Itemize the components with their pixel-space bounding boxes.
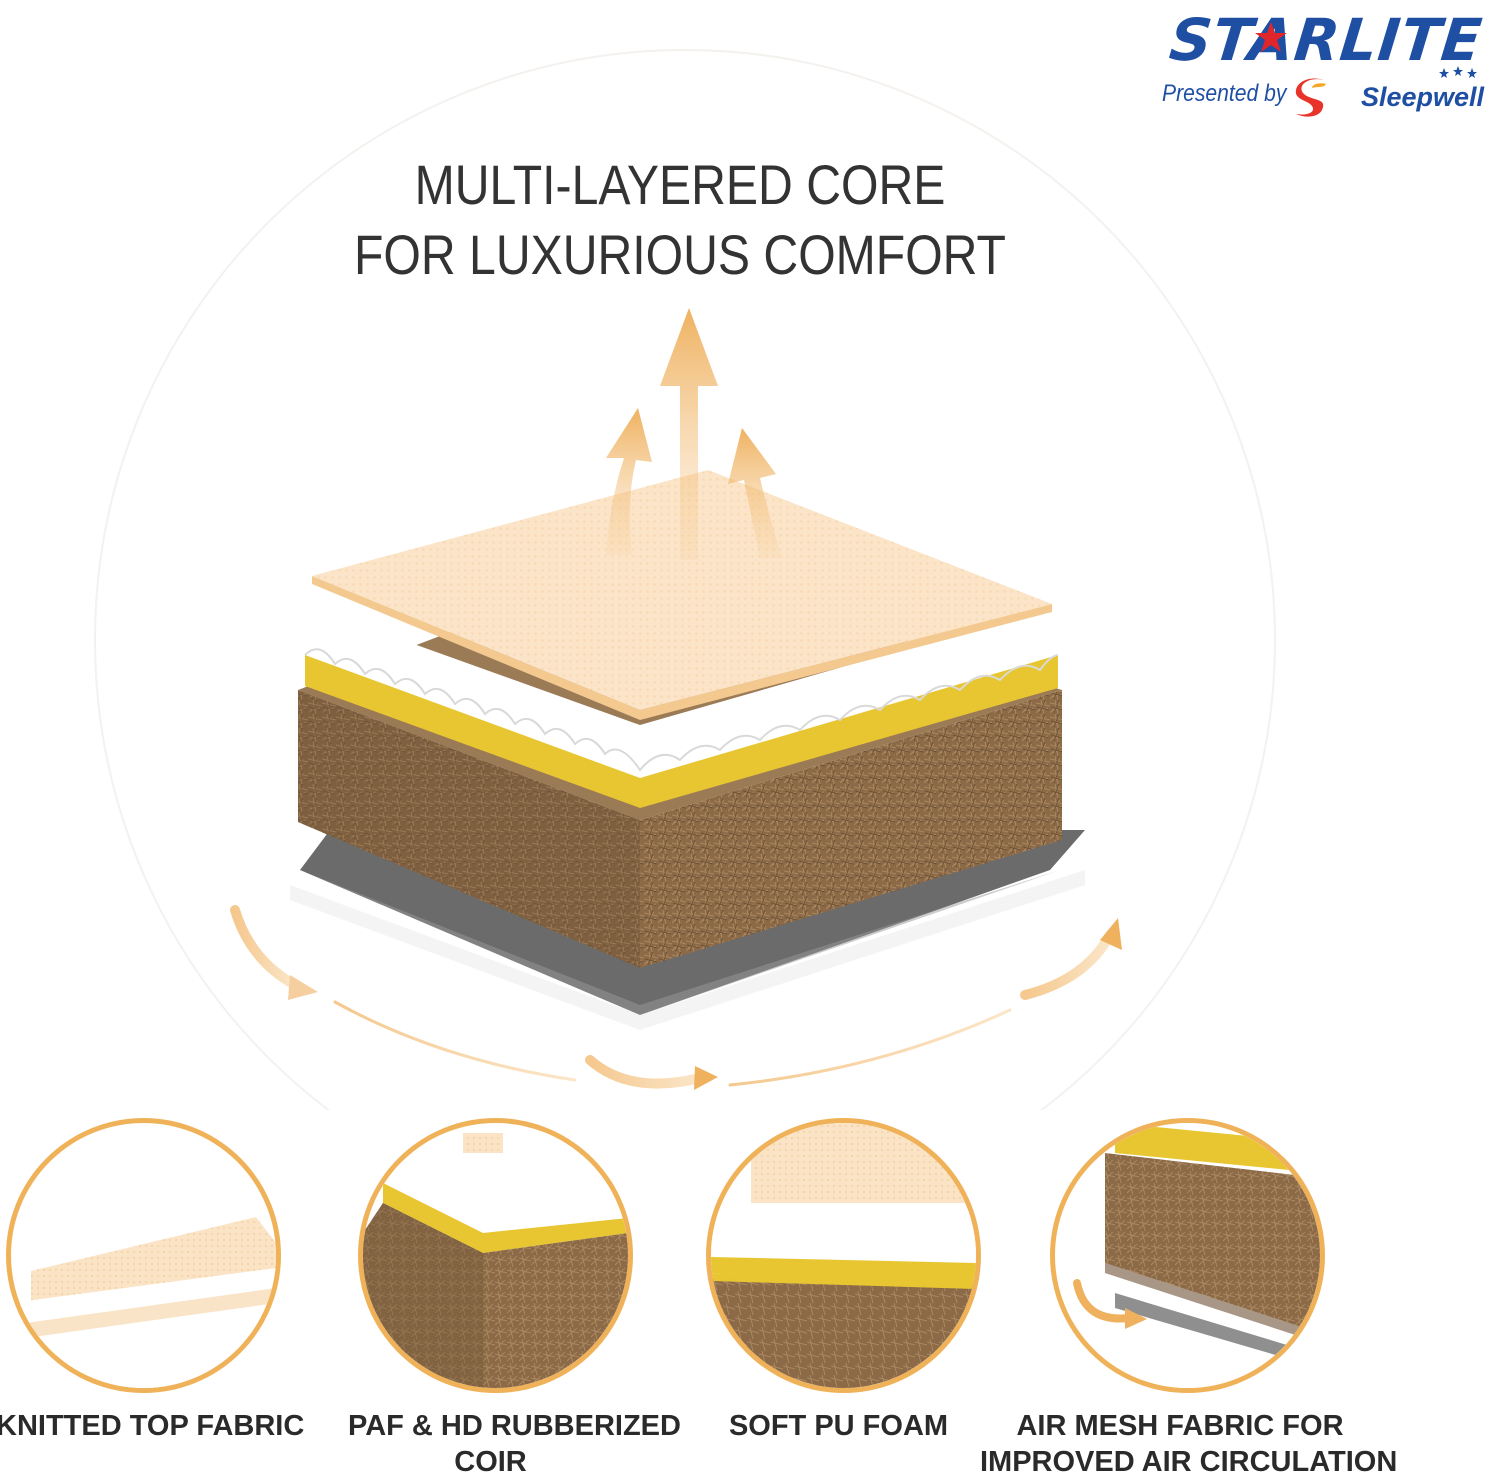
mattress-layers-illustration (94, 49, 1276, 1110)
feature-label: PAF & HD RUBBERIZED COIR (348, 1410, 681, 1478)
partner-name: Sleepwell (1360, 82, 1484, 112)
air-mesh-closeup-icon (1073, 1123, 1320, 1388)
feature-circle (358, 1118, 633, 1393)
foam-layer-closeup-icon (711, 1123, 976, 1388)
feature-label: KNITTED TOP FABRIC (0, 1410, 305, 1442)
presented-by-text: Presented by (1162, 80, 1287, 107)
feature-label: SOFT PU FOAM (728, 1410, 949, 1442)
star-icon (1255, 22, 1287, 52)
page-title: MULTI-LAYERED CORE FOR LUXURIOUS COMFORT (336, 150, 1024, 290)
title-line-2: FOR LUXURIOUS COMFORT (354, 223, 1006, 286)
feature-label: AIR MESH FABRIC FOR IMPROVED AIR CIRCULA… (980, 1410, 1398, 1478)
knitted-fabric-closeup-icon (11, 1217, 276, 1388)
coir-layer-closeup-icon (363, 1133, 628, 1388)
feature-circle (1050, 1118, 1325, 1393)
stars-icon (1439, 66, 1477, 78)
sleepwell-logo-icon (1295, 78, 1326, 117)
feature-circle (6, 1118, 281, 1393)
title-line-1: MULTI-LAYERED CORE (414, 153, 946, 216)
feature-circle (706, 1118, 981, 1393)
brand-logo: STARLITE Presented by Sleepwell (1150, 6, 1490, 126)
